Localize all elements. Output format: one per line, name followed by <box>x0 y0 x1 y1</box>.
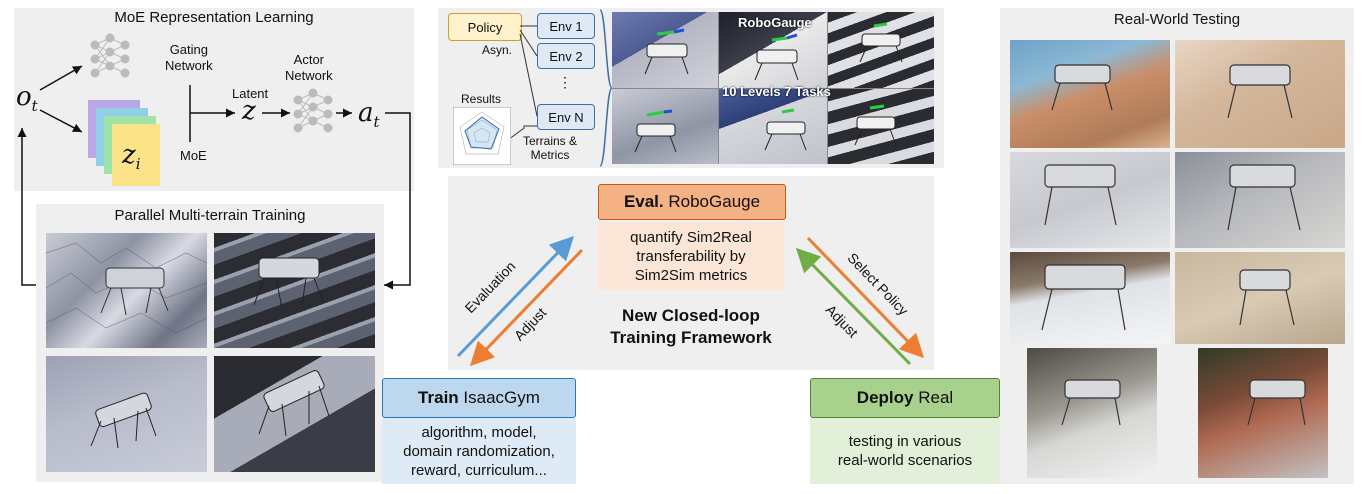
results-label: Results <box>461 92 502 106</box>
terrain-panel-title: Parallel Multi-terrain Training <box>114 207 306 224</box>
terrains-metrics-label: Terrains & Metrics <box>523 134 578 162</box>
real-world-title: Real-World Testing <box>1113 11 1241 28</box>
robot-dog-icon <box>100 267 169 316</box>
expert-stack-icon <box>88 100 160 186</box>
terrain-rough-image <box>46 233 207 348</box>
action-symbol: at <box>358 98 380 132</box>
real-robot-icons <box>1041 64 1306 426</box>
env-1[interactable]: Env 1 <box>537 13 595 39</box>
actor-network-icon <box>293 88 333 133</box>
select-policy-arrow <box>806 236 925 359</box>
real-photo-rock <box>1175 40 1345 148</box>
eval-robogauge-header[interactable]: Eval. RoboGauge <box>598 184 786 220</box>
train-description: algorithm, model, domain randomization, … <box>382 418 576 484</box>
radar-chart-icon <box>453 107 511 165</box>
sim-grid <box>612 12 934 164</box>
real-photo-snow-steps <box>1027 348 1157 478</box>
latent-symbol: z <box>242 96 256 126</box>
loop-arrows <box>456 235 925 367</box>
real-photo-wall <box>1175 252 1345 344</box>
real-photo-slide <box>1010 40 1170 148</box>
asyn-label: Asyn. <box>482 43 513 57</box>
moe-label: MoE <box>180 148 207 163</box>
expert-latent-symbol: zi <box>122 140 141 174</box>
sim-robot-icons <box>634 22 903 153</box>
env-n[interactable]: Env N <box>537 104 595 130</box>
actor-network-label: Actor Network <box>285 52 333 83</box>
robogauge-sim-caption: 10 Levels 7 Tasks <box>722 84 831 99</box>
gating-network-label: Gating Network <box>165 42 213 73</box>
real-photo-brick-path <box>1198 348 1328 478</box>
moe-diagram <box>17 33 411 290</box>
latent-label: Latent <box>232 86 269 101</box>
closed-loop-title: New Closed-loop Training Framework <box>610 306 772 347</box>
evaluation-arrow <box>456 235 575 358</box>
train-isaacgym-header[interactable]: Train IsaacGym <box>382 378 576 418</box>
deploy-real-header[interactable]: Deploy Real <box>810 378 1000 418</box>
robogauge-sim-title: RoboGauge <box>738 15 812 30</box>
env-ellipsis: ⋮ <box>558 74 572 90</box>
terrain-stairs-image <box>214 233 375 348</box>
deploy-description: testing in various real-world scenarios <box>810 418 1000 484</box>
observation-symbol: ot <box>16 82 38 116</box>
eval-description: quantify Sim2Real transferability by Sim… <box>598 222 784 290</box>
adjust-left-arrow <box>469 248 584 367</box>
terrain-slope-image <box>46 356 207 472</box>
moe-panel <box>14 8 414 191</box>
terrain-gap-image <box>214 356 375 472</box>
gating-network-icon <box>90 33 130 78</box>
moe-panel-title: MoE Representation Learning <box>114 9 314 26</box>
policy-button[interactable]: Policy <box>448 13 522 41</box>
adjust-right-arrow <box>795 247 912 366</box>
env-2[interactable]: Env 2 <box>537 43 595 69</box>
